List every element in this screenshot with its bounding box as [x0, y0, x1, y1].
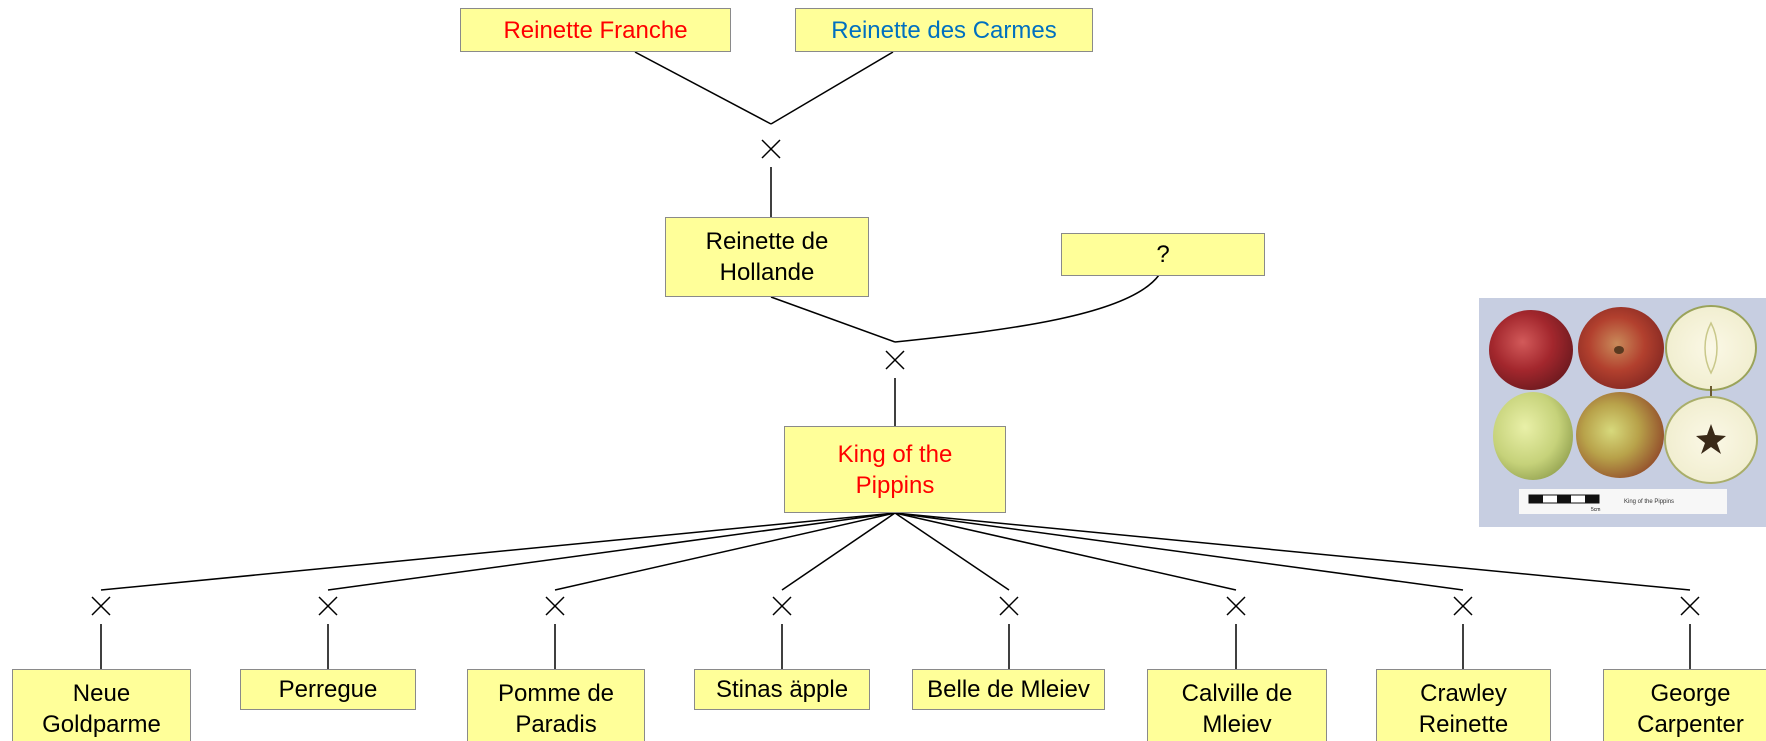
- apple-red: [1489, 310, 1573, 390]
- offspring-crawley-reinette: Crawley Reinette: [1376, 669, 1551, 741]
- parent-reinette-des-carmes: Reinette des Carmes: [795, 8, 1093, 52]
- connector-line: [770, 51, 894, 125]
- offspring-perregue: Perregue: [240, 669, 416, 710]
- cross-icon: [545, 596, 565, 669]
- cross-icon: [772, 596, 792, 669]
- offspring-belle-de-mleiev: Belle de Mleiev: [912, 669, 1105, 710]
- node-king-of-the-pippins: King of the Pippins: [784, 426, 1006, 513]
- offspring-george-carpenter: George Carpenter: [1603, 669, 1766, 741]
- apple-half-cut: [1665, 305, 1757, 391]
- fan-lines: [100, 512, 1691, 591]
- parent-reinette-franche: Reinette Franche: [460, 8, 731, 52]
- offspring-calville-de-mleiev: Calville de Mleiev: [1147, 669, 1327, 741]
- node-unknown-parent: ?: [1061, 233, 1265, 276]
- connector-line: [634, 51, 772, 125]
- cross-icon: [999, 596, 1019, 669]
- offspring-neue-goldparme: Neue Goldparme: [12, 669, 191, 741]
- apple-photo: 5cm King of the Pippins: [1479, 298, 1766, 527]
- cross-icon: [1453, 596, 1473, 669]
- offspring-pomme-de-paradis: Pomme de Paradis: [467, 669, 645, 741]
- scale-label: 5cm: [1591, 507, 1600, 513]
- cross-icon: [1226, 596, 1246, 669]
- cross-icon: [761, 139, 781, 159]
- offspring-crosses: [91, 596, 1700, 669]
- offspring-stinas-apple: Stinas äpple: [694, 669, 870, 710]
- node-reinette-de-hollande: Reinette de Hollande: [665, 217, 869, 297]
- cross-icon: [1680, 596, 1700, 669]
- cross-icon: [318, 596, 338, 669]
- connector-line: [770, 296, 896, 343]
- connector-line: [894, 274, 1160, 343]
- photo-caption: King of the Pippins: [1624, 499, 1674, 505]
- cross-icon: [885, 350, 905, 370]
- cross-icon: [91, 596, 111, 669]
